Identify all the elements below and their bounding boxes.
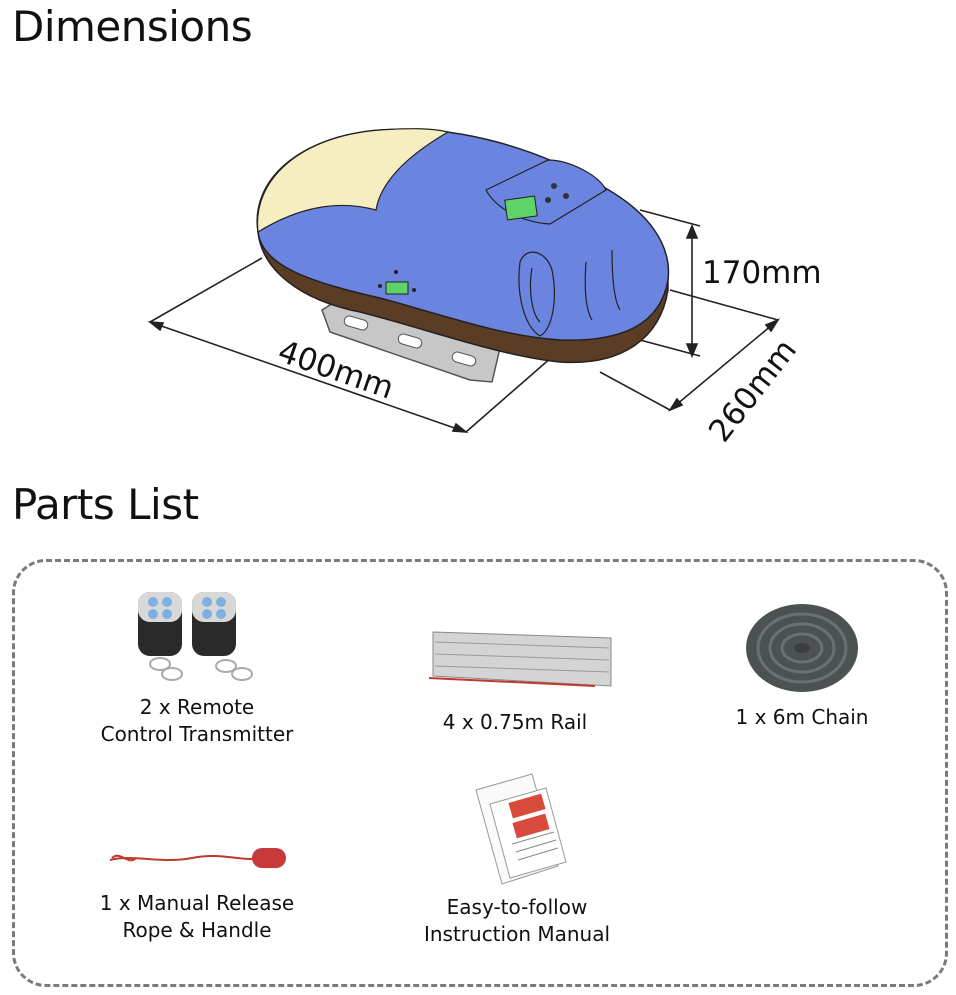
rail-icon [428,631,612,687]
part-label: 4 x 0.75m Rail [442,710,588,734]
product-dimension-diagram: 400mm 170mm 260mm [147,128,822,449]
release-rope-icon [109,848,286,868]
part-instruction-manual: Easy-to-follow Instruction Manual [392,770,642,948]
dimension-lines [147,209,781,433]
remote-control-icon [138,592,253,681]
part-chain: 1 x 6m Chain [692,600,912,731]
chain-icon [746,604,858,692]
part-release-rope: 1 x Manual Release Rope & Handle [72,836,322,944]
opener-cap [256,128,450,234]
part-label: 1 x 6m Chain [735,705,869,729]
garage-opener-body [256,128,670,364]
depth-dimension: 260mm [702,333,804,449]
part-label: 1 x Manual Release Rope & Handle [99,891,295,942]
part-label: Easy-to-follow Instruction Manual [423,895,611,946]
parts-list-box [12,559,948,987]
manual-icon [475,773,567,885]
height-dimension: 170mm [702,255,822,291]
mounting-bracket [321,299,501,383]
part-remote-controls: 2 x Remote Control Transmitter [72,586,322,748]
opener-display [504,195,538,221]
dimensions-title: Dimensions [12,2,253,51]
parts-list-title: Parts List [12,480,199,529]
part-rails: 4 x 0.75m Rail [390,628,640,736]
part-label: 2 x Remote Control Transmitter [100,695,294,746]
